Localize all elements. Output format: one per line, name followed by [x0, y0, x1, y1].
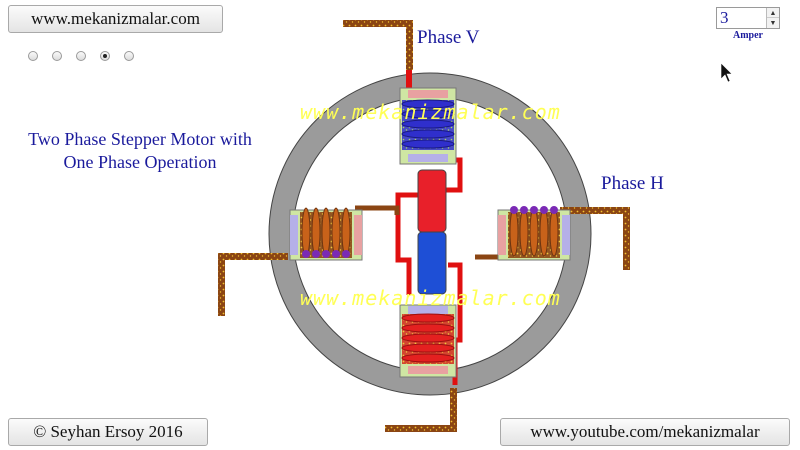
stator-ring [269, 73, 591, 395]
mode-radio-group [28, 51, 134, 61]
mouse-cursor-icon [720, 62, 733, 83]
mode-radio-3[interactable] [76, 51, 86, 61]
phase-h-label: Phase H [601, 173, 664, 194]
rotor-magnet [417, 169, 447, 295]
mode-radio-1[interactable] [28, 51, 38, 61]
watermark-top: www.mekanizmalar.com [300, 100, 561, 124]
mode-radio-4[interactable] [100, 51, 110, 61]
stepper-up-icon[interactable]: ▲ [767, 8, 779, 18]
copyright-button[interactable]: © Seyhan Ersoy 2016 [8, 418, 208, 446]
title-line-2: One Phase Operation [63, 152, 217, 172]
top-pole-coil [399, 87, 457, 165]
mode-radio-5[interactable] [124, 51, 134, 61]
current-unit-label: Amper [733, 30, 763, 41]
bottom-pole-coil [399, 304, 457, 378]
current-stepper[interactable]: 3 ▲ ▼ [716, 7, 780, 29]
mode-radio-2[interactable] [52, 51, 62, 61]
stepper-down-icon[interactable]: ▼ [767, 18, 779, 28]
stepper-arrows: ▲ ▼ [766, 8, 779, 28]
watermark-bottom: www.mekanizmalar.com [300, 286, 561, 310]
youtube-button[interactable]: www.youtube.com/mekanizmalar [500, 418, 790, 446]
phase-v-label: Phase V [417, 27, 480, 48]
website-button[interactable]: www.mekanizmalar.com [8, 5, 223, 33]
right-pole-coil [497, 206, 571, 261]
current-value[interactable]: 3 [720, 8, 729, 27]
title-line-1: Two Phase Stepper Motor with [28, 129, 252, 149]
left-pole-coil [289, 207, 363, 261]
